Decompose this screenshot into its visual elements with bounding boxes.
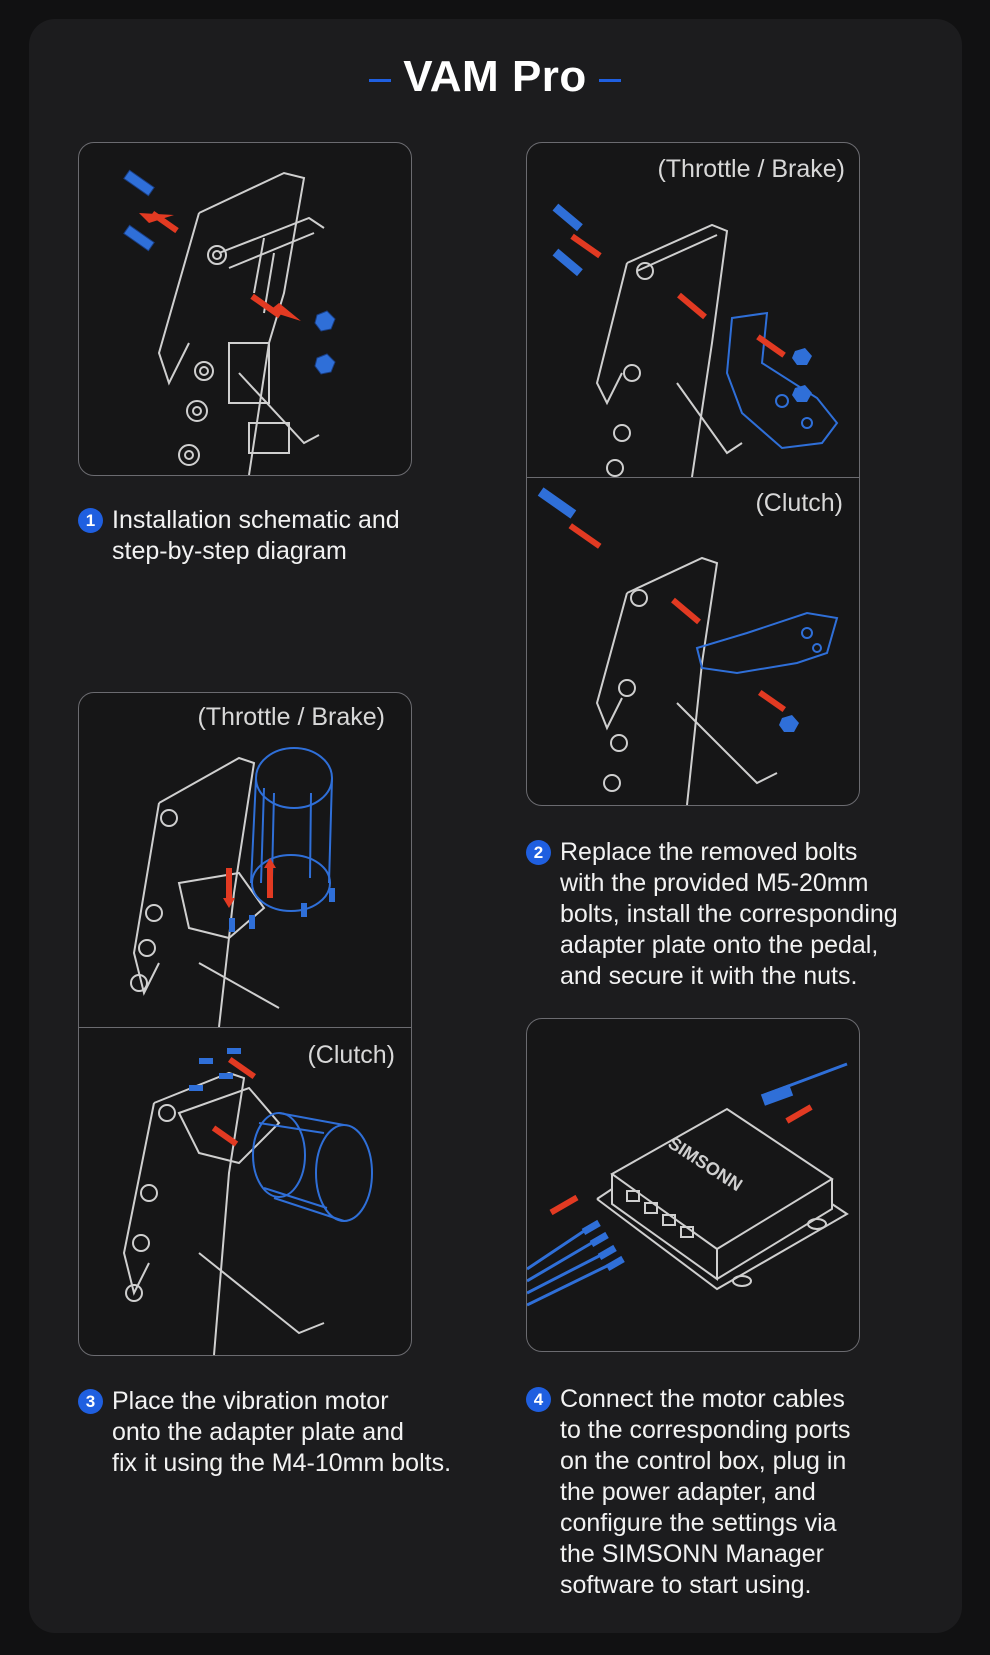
panel-label-throttle-brake: (Throttle / Brake): [197, 703, 385, 731]
step-number-badge: 1: [78, 508, 103, 533]
panel-label-throttle-brake: (Throttle / Brake): [657, 155, 845, 183]
step4-diagram: SIMSONN: [526, 1018, 860, 1352]
adapter-plate-illustration: [537, 203, 839, 805]
step2-diagram: (Throttle / Brake) (Clutch): [526, 142, 860, 806]
step1-diagram: [78, 142, 412, 476]
title-block: VAM Pro: [0, 52, 990, 102]
step-text: Connect the motor cables to the correspo…: [560, 1385, 851, 1599]
panel-label-clutch: (Clutch): [307, 1041, 395, 1069]
control-box-illustration: SIMSONN: [527, 1062, 849, 1307]
step-number-badge: 4: [526, 1387, 551, 1412]
brand-label: SIMSONN: [665, 1133, 746, 1196]
panel-divider: [79, 1027, 411, 1028]
step-text: Installation schematic and step-by-step …: [112, 506, 400, 565]
panel-label-clutch: (Clutch): [755, 489, 843, 517]
step-3: 3 Place the vibration motor onto the ada…: [78, 1386, 508, 1479]
step-2: 2 Replace the removed bolts with the pro…: [526, 837, 956, 992]
step-text: Replace the removed bolts with the provi…: [560, 838, 898, 990]
step3-diagram: (Throttle / Brake) (Clutch): [78, 692, 412, 1356]
vibration-motor-illustration: [122, 747, 373, 1355]
pedal-bolt-removal-illustration: [123, 169, 336, 475]
step-text: Place the vibration motor onto the adapt…: [112, 1387, 452, 1477]
step-1: 1 Installation schematic and step-by-ste…: [78, 505, 478, 567]
panel-divider: [527, 477, 859, 478]
step-number-badge: 3: [78, 1389, 103, 1414]
page-title: VAM Pro: [369, 52, 621, 102]
step-4: 4 Connect the motor cables to the corres…: [526, 1384, 956, 1601]
step-number-badge: 2: [526, 840, 551, 865]
